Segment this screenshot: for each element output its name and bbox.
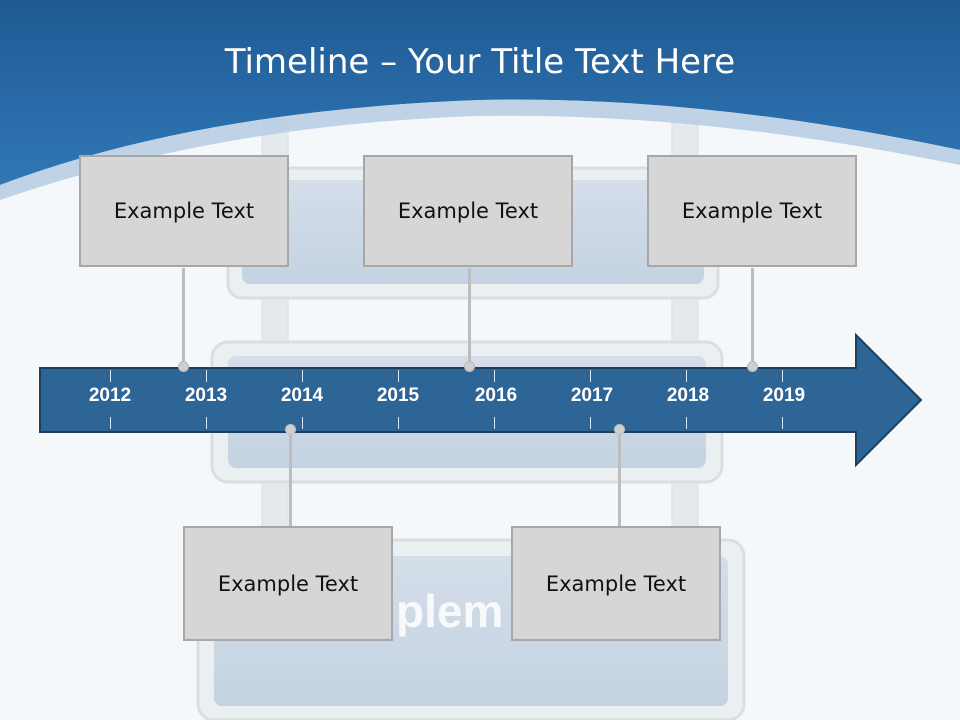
year-tick: [110, 417, 111, 429]
connector-line: [468, 268, 471, 366]
connector-dot: [464, 361, 475, 372]
year-tick: [782, 417, 783, 429]
connector-line: [618, 430, 621, 528]
timeline-text-box[interactable]: Example Text: [363, 155, 573, 267]
timeline-arrow: [39, 332, 923, 468]
connector-dot: [747, 361, 758, 372]
year-label-2016: 2016: [474, 385, 518, 406]
timeline-text-box[interactable]: Example Text: [183, 526, 393, 641]
connector-dot: [614, 424, 625, 435]
year-tick: [206, 370, 207, 382]
year-tick: [494, 370, 495, 382]
timeline-text-box[interactable]: Example Text: [79, 155, 289, 267]
year-label-2019: 2019: [762, 385, 806, 406]
year-tick: [494, 417, 495, 429]
year-label-2014: 2014: [280, 385, 324, 406]
year-tick: [590, 417, 591, 429]
year-tick: [110, 370, 111, 382]
year-label-2018: 2018: [666, 385, 710, 406]
connector-dot: [178, 361, 189, 372]
connector-line: [751, 268, 754, 366]
year-tick: [398, 417, 399, 429]
year-tick: [590, 370, 591, 382]
connector-line: [182, 268, 185, 366]
year-label-2012: 2012: [88, 385, 132, 406]
year-label-2017: 2017: [570, 385, 614, 406]
year-label-2015: 2015: [376, 385, 420, 406]
year-tick: [206, 417, 207, 429]
year-tick: [686, 417, 687, 429]
sign-watermark-text: plem: [396, 585, 504, 637]
year-tick: [398, 370, 399, 382]
year-tick: [782, 370, 783, 382]
year-tick: [302, 370, 303, 382]
year-tick: [686, 370, 687, 382]
timeline-text-box[interactable]: Example Text: [647, 155, 857, 267]
year-label-2013: 2013: [184, 385, 228, 406]
slide-title: Timeline – Your Title Text Here: [224, 42, 736, 82]
timeline-text-box[interactable]: Example Text: [511, 526, 721, 641]
year-tick: [302, 417, 303, 429]
connector-line: [289, 430, 292, 528]
connector-dot: [285, 424, 296, 435]
